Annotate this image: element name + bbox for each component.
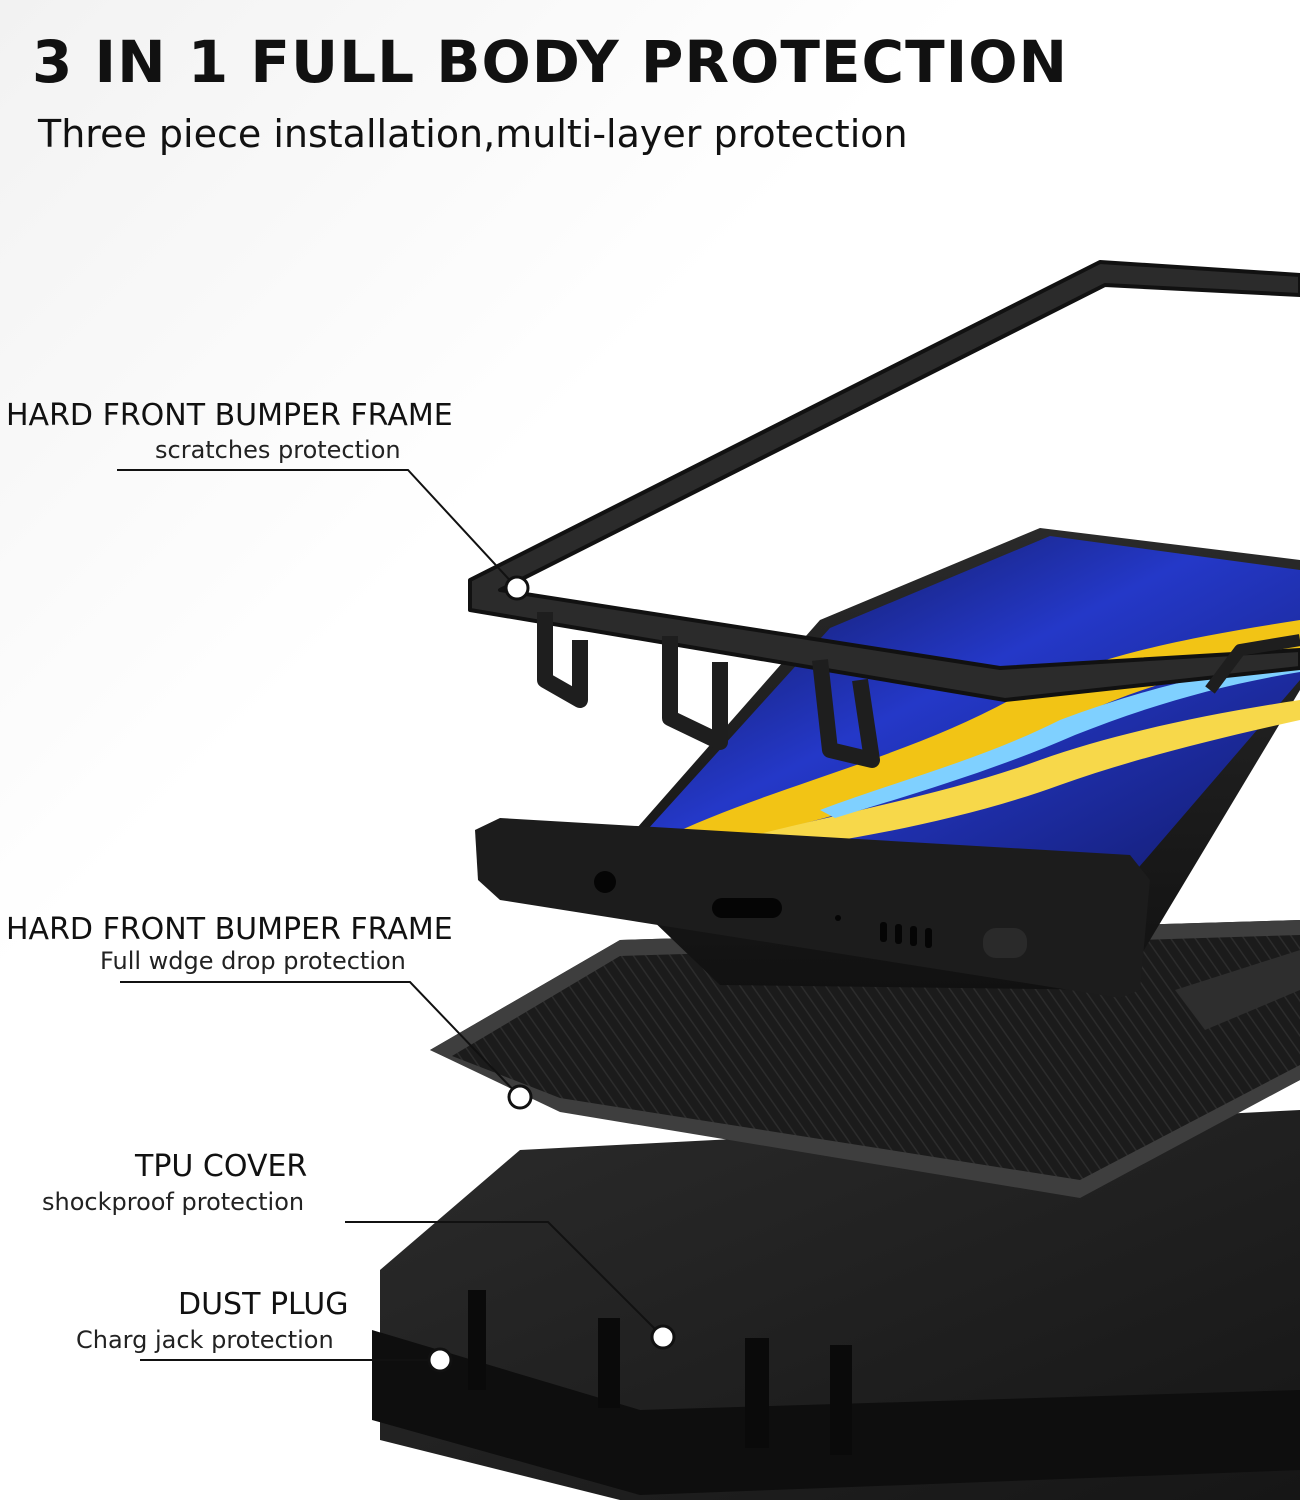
callout-tpu-title: TPU COVER: [135, 1149, 308, 1184]
callout-front-frame-subtitle: scratches protection: [155, 436, 401, 464]
page-subtitle: Three piece installation,multi-layer pro…: [38, 112, 908, 156]
back-case: [372, 1110, 1300, 1500]
callout-dust-plug-subtitle: Charg jack protection: [76, 1326, 334, 1354]
callout-markers: [427, 575, 676, 1373]
front-bumper-frame: [468, 260, 1300, 768]
page-title: 3 IN 1 FULL BODY PROTECTION: [32, 28, 1069, 96]
callout-edge-frame-title: HARD FRONT BUMPER FRAME: [6, 912, 453, 947]
callout-tpu-subtitle: shockproof protection: [42, 1188, 305, 1216]
marker-edge-frame: [507, 1084, 533, 1110]
callout-edge-frame-subtitle: Full wdge drop protection: [100, 947, 406, 975]
marker-dust-plug: [427, 1347, 453, 1373]
phone: [475, 528, 1300, 998]
callout-dust-plug-title: DUST PLUG: [178, 1287, 349, 1322]
callout-leader-lines: [117, 469, 664, 1361]
callout-front-frame-title: HARD FRONT BUMPER FRAME: [6, 398, 453, 433]
marker-tpu-cover: [650, 1324, 676, 1350]
marker-front-frame: [504, 575, 530, 601]
